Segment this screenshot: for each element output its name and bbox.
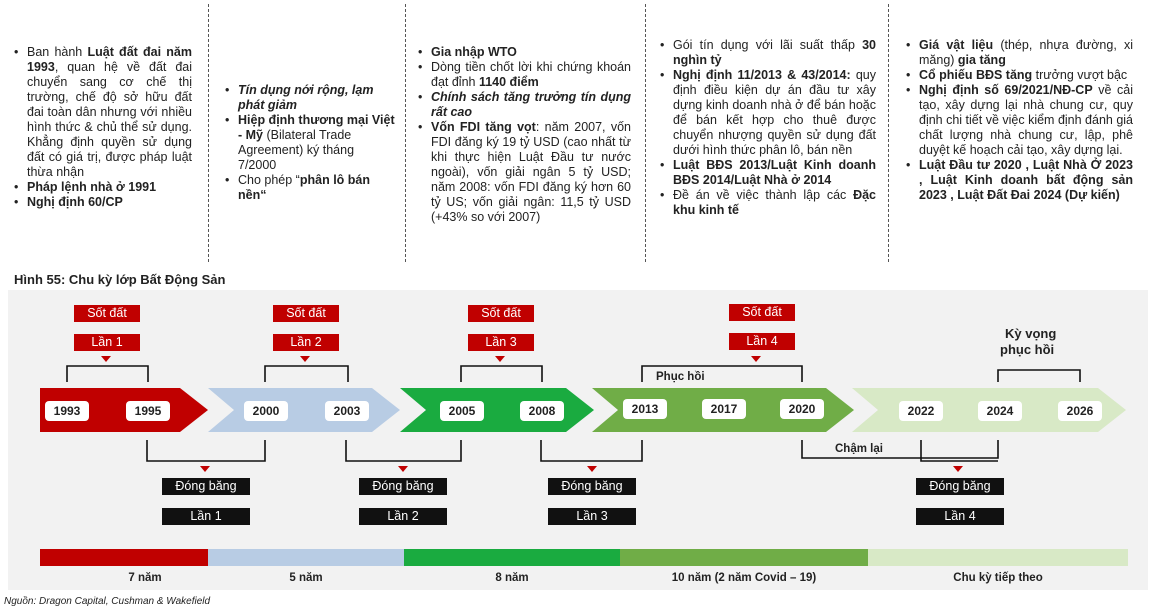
- bullet-dac-khu: Đề án về việc thành lập các Đặc khu kinh…: [660, 188, 876, 218]
- dong-bang-label-2: Đóng băng: [359, 478, 447, 495]
- duration-label-5: Chu kỳ tiếp theo: [953, 572, 1043, 584]
- column-2000s: Tín dụng nới rộng, lạm phát giảm Hiệp đị…: [225, 83, 395, 345]
- duration-label-4: 10 năm (2 năm Covid – 19): [671, 572, 817, 584]
- column-2013s: Gói tín dụng với lãi suất thấp 30 nghìn …: [660, 38, 876, 300]
- bullet-chinh-sach: Chính sách tăng trưởng tín dụng rất cao: [418, 90, 631, 120]
- year-2026: 2026: [1058, 401, 1102, 421]
- year-2022: 2022: [899, 401, 943, 421]
- bullet-co-phieu: Cổ phiếu BĐS tăng trưởng vượt bậc: [906, 68, 1133, 83]
- bullet-gia-vat-lieu: Giá vật liệu (thép, nhựa đường, xi măng)…: [906, 38, 1133, 68]
- year-1995: 1995: [126, 401, 170, 421]
- column-1990s: Ban hành Luật đất đai năm 1993, quan hệ …: [14, 45, 192, 307]
- lan-bottom-2: Lần 2: [359, 508, 447, 525]
- duration-bar-4: [620, 549, 868, 566]
- ky-vong-label-2: phục hồi: [1000, 342, 1055, 357]
- column-separator: [888, 4, 889, 262]
- sot-dat-label-4: Sốt đất: [729, 304, 795, 321]
- duration-bar-5: [868, 549, 1128, 566]
- sot-dat-label-3: Sốt đất: [468, 305, 534, 322]
- bullet-luat-dat-dai-1993: Ban hành Luật đất đai năm 1993, quan hệ …: [14, 45, 192, 180]
- bullet-hiep-dinh: Hiệp định thương mại Việt - Mỹ (Bilatera…: [225, 113, 395, 173]
- column-2022s: Giá vật liệu (thép, nhựa đường, xi măng)…: [906, 38, 1133, 300]
- lan-label-3: Lần 3: [468, 334, 534, 351]
- year-1993: 1993: [45, 401, 89, 421]
- bullet-nghi-dinh-60cp: Nghị định 60/CP: [14, 195, 192, 210]
- duration-bar-1: [40, 549, 208, 566]
- duration-bar-3: [404, 549, 620, 566]
- year-2013: 2013: [623, 399, 667, 419]
- bullet-luat-2023: Luật Đầu tư 2020 , Luật Nhà Ở 2023 , Luậ…: [906, 158, 1133, 203]
- bullet-luat-bds: Luật BĐS 2013/Luật Kinh doanh BĐS 2014/L…: [660, 158, 876, 188]
- column-separator: [208, 4, 209, 262]
- phuc-hoi-label: Phục hồi: [656, 371, 705, 383]
- year-2008: 2008: [520, 401, 564, 421]
- sot-dat-label-2: Sốt đất: [273, 305, 339, 322]
- sot-dat-label-1: Sốt đất: [74, 305, 140, 322]
- column-2005s: Gia nhập WTO Dòng tiền chốt lời khi chứn…: [418, 45, 631, 307]
- top-brackets: [66, 365, 1081, 382]
- duration-label-1: 7 năm: [128, 572, 162, 584]
- bullet-wto: Gia nhập WTO: [418, 45, 631, 60]
- year-2000: 2000: [244, 401, 288, 421]
- lan-label-1: Lần 1: [74, 334, 140, 351]
- duration-label-2: 5 năm: [289, 572, 323, 584]
- year-2024: 2024: [978, 401, 1022, 421]
- dong-bang-label-3: Đóng băng: [548, 478, 636, 495]
- ky-vong-label-1: Kỳ vọng: [1005, 326, 1057, 341]
- bullet-nghi-dinh-11: Nghị định 11/2013 & 43/2014: quy định đi…: [660, 68, 876, 158]
- bullet-goi-tin-dung: Gói tín dụng với lãi suất thấp 30 nghìn …: [660, 38, 876, 68]
- bullet-tin-dung: Tín dụng nới rộng, lạm phát giảm: [225, 83, 395, 113]
- column-separator: [645, 4, 646, 262]
- dong-bang-label-4: Đóng băng: [916, 478, 1004, 495]
- lan-bottom-3: Lần 3: [548, 508, 636, 525]
- bullet-dong-tien: Dòng tiền chốt lời khi chứng khoán đạt đ…: [418, 60, 631, 90]
- duration-label-3: 8 năm: [495, 572, 529, 584]
- source-note: Nguồn: Dragon Capital, Cushman & Wakefie…: [4, 596, 211, 607]
- bottom-markers: [200, 466, 963, 472]
- bullet-nghi-dinh-69: Nghị định số 69/2021/NĐ-CP về cải tạo, x…: [906, 83, 1133, 158]
- lan-bottom-1: Lần 1: [162, 508, 250, 525]
- lan-bottom-4: Lần 4: [916, 508, 1004, 525]
- bullet-phap-lenh-nha-o: Pháp lệnh nhà ở 1991: [14, 180, 192, 195]
- year-2017: 2017: [702, 399, 746, 419]
- column-separator: [405, 4, 406, 262]
- bullet-phan-lo: Cho phép “phân lô bán nền“: [225, 173, 395, 203]
- cham-lai-label: Chậm lại: [835, 443, 883, 455]
- year-2020: 2020: [780, 399, 824, 419]
- top-markers: [101, 356, 761, 362]
- dong-bang-label-1: Đóng băng: [162, 478, 250, 495]
- bottom-brackets: [146, 440, 999, 462]
- year-2003: 2003: [325, 401, 369, 421]
- lan-label-4: Lần 4: [729, 333, 795, 350]
- year-2005: 2005: [440, 401, 484, 421]
- phase-arrow-3: [400, 388, 594, 432]
- phase-arrow-2: [208, 388, 400, 432]
- phase-arrow-1: [40, 388, 208, 432]
- bullet-fdi: Vốn FDI tăng vọt: năm 2007, vốn FDI đăng…: [418, 120, 631, 225]
- duration-bar-2: [208, 549, 404, 566]
- lan-label-2: Lần 2: [273, 334, 339, 351]
- cycle-panel: [8, 290, 1148, 590]
- figure-title: Hình 55: Chu kỳ lớp Bất Động Sản: [14, 272, 226, 287]
